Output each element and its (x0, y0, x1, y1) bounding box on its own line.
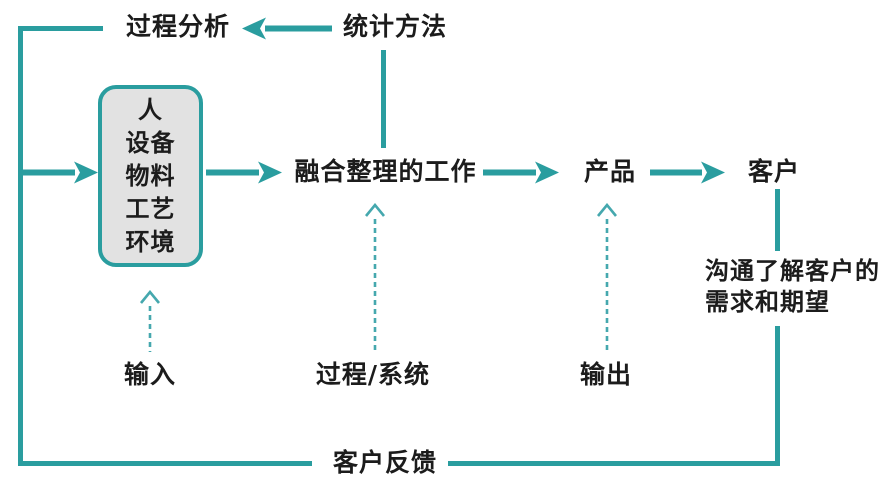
customer-down-line-upper (775, 189, 780, 251)
process-system-label: 过程/系统 (315, 360, 431, 389)
communicate-needs-line1: 沟通了解客户的 (705, 257, 880, 285)
input-factor-person: 人 (138, 95, 163, 124)
communicate-needs-label: 沟通了解客户的 需求和期望 (705, 256, 889, 318)
work-node-label: 融合整理的工作 (294, 157, 477, 186)
arrow-head-right (535, 161, 559, 184)
input-factor-environment: 环境 (125, 227, 176, 256)
customer-feedback-label: 客户反馈 (332, 448, 437, 477)
input-factor-craft: 工艺 (125, 194, 176, 223)
arrow-work-to-product (483, 161, 559, 184)
input-label: 输入 (123, 360, 176, 389)
dashed-arrow-head-up (139, 290, 161, 304)
input-factor-equipment: 设备 (125, 128, 176, 157)
arrow-head-left (242, 17, 266, 40)
arrow-product-to-customer (650, 161, 725, 184)
arrow-head-right (258, 161, 282, 184)
arrow-statistical-to-analysis (242, 17, 332, 40)
feedback-loop-bottom-right-line (448, 461, 780, 466)
dashed-arrow-output (596, 203, 618, 351)
product-node-label: 产品 (583, 157, 636, 186)
feedback-loop-top-line (18, 26, 103, 31)
arrow-head-right (701, 161, 725, 184)
customer-down-line-lower (775, 326, 780, 466)
dashed-arrow-input (139, 290, 161, 352)
statistical-method-label: 统计方法 (342, 12, 447, 41)
dashed-arrow-head-up (364, 203, 386, 217)
communicate-needs-line2: 需求和期望 (705, 288, 830, 316)
feedback-loop-bottom-left-line (18, 461, 312, 466)
dashed-arrow-head-up (596, 203, 618, 217)
output-label: 输出 (579, 360, 632, 389)
arrow-box-to-work (206, 161, 282, 184)
input-factors-box: 人 设备 物料 工艺 环境 (98, 85, 203, 267)
arrow-loop-to-input-box (18, 161, 98, 184)
process-analysis-label: 过程分析 (125, 12, 230, 41)
dashed-arrow-process-system (364, 203, 386, 351)
input-factor-material: 物料 (125, 161, 176, 190)
feedback-loop-left-line (18, 26, 23, 466)
statistical-method-connector-line (381, 50, 386, 148)
customer-node-label: 客户 (747, 157, 800, 186)
arrow-head-right (74, 161, 98, 184)
